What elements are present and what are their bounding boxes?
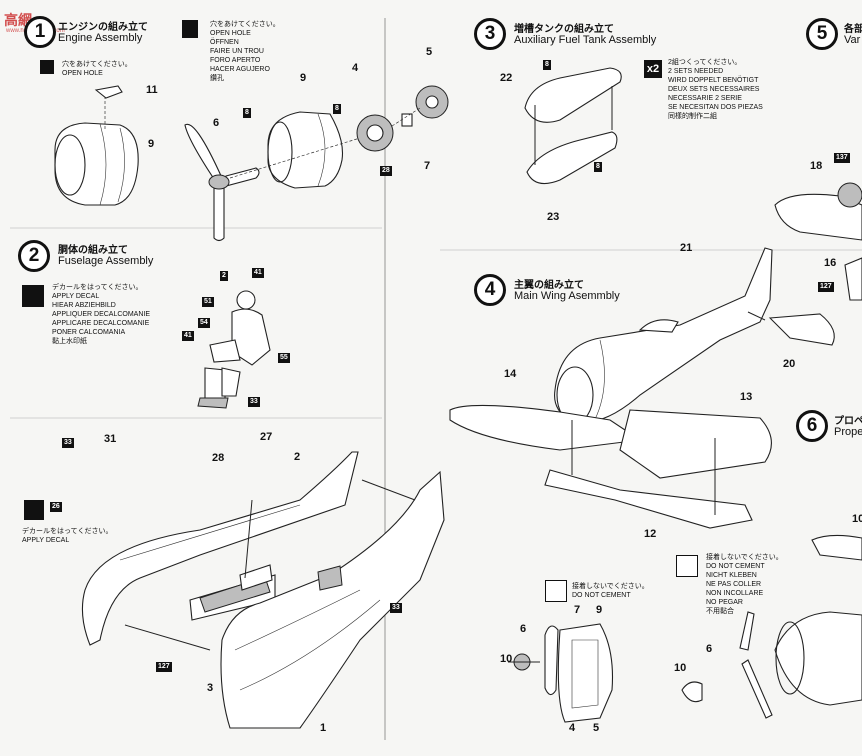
part-tag: 54 [198, 318, 210, 328]
step-4-title-en: Main Wing Asemmbly [514, 290, 620, 302]
part-tag: 33 [62, 438, 74, 448]
decal-icon [22, 285, 44, 307]
note-do-not-cement-full: 接着しないでください。 DO NOT CEMENT NICHT KLEBEN N… [706, 554, 783, 615]
step-5-title-jp: 各部 [844, 24, 862, 35]
part-label: 11 [146, 84, 158, 96]
step-6-number: 6 [796, 410, 828, 442]
part-tag: 2 [220, 271, 228, 281]
note-do-not-cement-short: 接着しないでください。 DO NOT CEMENT [572, 583, 649, 599]
part-label: 7 [424, 160, 431, 172]
step-4-title-jp: 主翼の組み立て [514, 280, 584, 291]
step-5-title-en: Var [844, 34, 861, 46]
part-label: 28 [212, 452, 225, 464]
part-label: 7 [574, 604, 581, 616]
part-tag: 8 [543, 60, 551, 70]
part-label: 12 [644, 528, 657, 540]
part-label: 6 [520, 623, 527, 635]
part-label: 18 [810, 160, 823, 172]
radial-engine-drawing [356, 85, 449, 152]
part-label: 10 [500, 653, 513, 665]
part-label: 9 [596, 604, 603, 616]
propeller-6-drawing [184, 123, 260, 242]
step6-cowling-drawing [681, 534, 862, 719]
part-label: 5 [426, 46, 433, 58]
part-label: 9 [148, 138, 155, 150]
part-label: 27 [260, 431, 273, 443]
step5-wing-drawing [774, 182, 862, 301]
step-1-title-en: Engine Assembly [58, 32, 143, 44]
step-2-number: 2 [18, 240, 50, 272]
step-4-number: 4 [474, 274, 506, 306]
step-6-title-jp: プロペ [834, 416, 862, 427]
step-2-title-jp: 胴体の組み立て [58, 245, 128, 256]
no-cement-icon [545, 580, 567, 602]
note-two-sets: 2組つくってください。 2 SETS NEEDED WIRD DOPPELT B… [668, 59, 763, 120]
part-label: 14 [504, 368, 517, 380]
part-tag: 41 [252, 268, 264, 278]
part-tag: 8 [594, 162, 602, 172]
part-label: 4 [352, 62, 359, 74]
part-label: 10 [674, 662, 687, 674]
part-label: 21 [680, 242, 693, 254]
part-label: 4 [569, 722, 576, 734]
part-tag: 137 [834, 153, 850, 163]
fuselage-right-half-drawing [220, 470, 445, 729]
part-label: 6 [706, 643, 713, 655]
part-label: 1 [320, 722, 327, 734]
cowling-9-drawing [229, 111, 361, 189]
part-label: 9 [300, 72, 307, 84]
no-cement-icon [676, 555, 698, 577]
step-2-title-en: Fuselage Assembly [58, 255, 154, 267]
step-6-title-en: Prope [834, 426, 862, 438]
step-5-number: 5 [806, 18, 838, 50]
part-label: 23 [547, 211, 560, 223]
note-open-hole-a: 穴をあけてください。 OPEN HOLE [62, 61, 132, 77]
note-open-hole-b: 穴をあけてください。 OPEN HOLE ÖFFNEN FAIRE UN TRO… [210, 21, 280, 82]
part-tag: 8 [333, 104, 341, 114]
part-label: 5 [593, 722, 600, 734]
engine-cowling-drawing [54, 85, 139, 206]
part-label: 20 [783, 358, 796, 370]
note-apply-decal-short: デカールをはってください。 APPLY DECAL [22, 528, 113, 544]
part-label: 31 [104, 433, 117, 445]
main-wing-drawing [449, 404, 772, 529]
part-label: 10 [852, 513, 862, 525]
drill-icon [40, 60, 54, 74]
step-1-number: 1 [24, 16, 56, 48]
part-label: 13 [740, 391, 753, 403]
part-tag: 51 [202, 297, 214, 307]
part-tag: 55 [278, 353, 290, 363]
part-label: 2 [294, 451, 301, 463]
part-tag: 127 [156, 662, 172, 672]
pilot-figure-drawing [197, 290, 271, 409]
horizontal-stabilizer-drawing [747, 311, 835, 346]
part-label: 22 [500, 72, 513, 84]
part-label: 16 [824, 257, 837, 269]
part-label: 3 [207, 682, 214, 694]
drop-tank-drawing [524, 67, 622, 185]
two-sets-icon: x2 [644, 60, 662, 78]
step-3-title-en: Auxiliary Fuel Tank Assembly [514, 34, 657, 46]
fuselage-arrows [124, 479, 416, 651]
drill-icon [182, 20, 198, 38]
part-tag: 28 [380, 166, 392, 176]
step-1-title-jp: エンジンの組み立て [58, 22, 148, 33]
part-tag: 127 [818, 282, 834, 292]
part-tag: 41 [182, 331, 194, 341]
propeller-assembly-drawing [508, 623, 613, 723]
part-label: 6 [213, 117, 220, 129]
part-tag: 33 [248, 397, 260, 407]
part-tag: 8 [243, 108, 251, 118]
decal-icon [24, 500, 44, 520]
part-tag: 33 [390, 603, 402, 613]
step-3-title-jp: 増槽タンクの組み立て [514, 24, 614, 35]
step-3-number: 3 [474, 18, 506, 50]
part-tag: 26 [50, 502, 62, 512]
note-apply-decal-full: デカールをはってください。 APPLY DECAL HIEAR ABZIEHBI… [52, 284, 151, 345]
